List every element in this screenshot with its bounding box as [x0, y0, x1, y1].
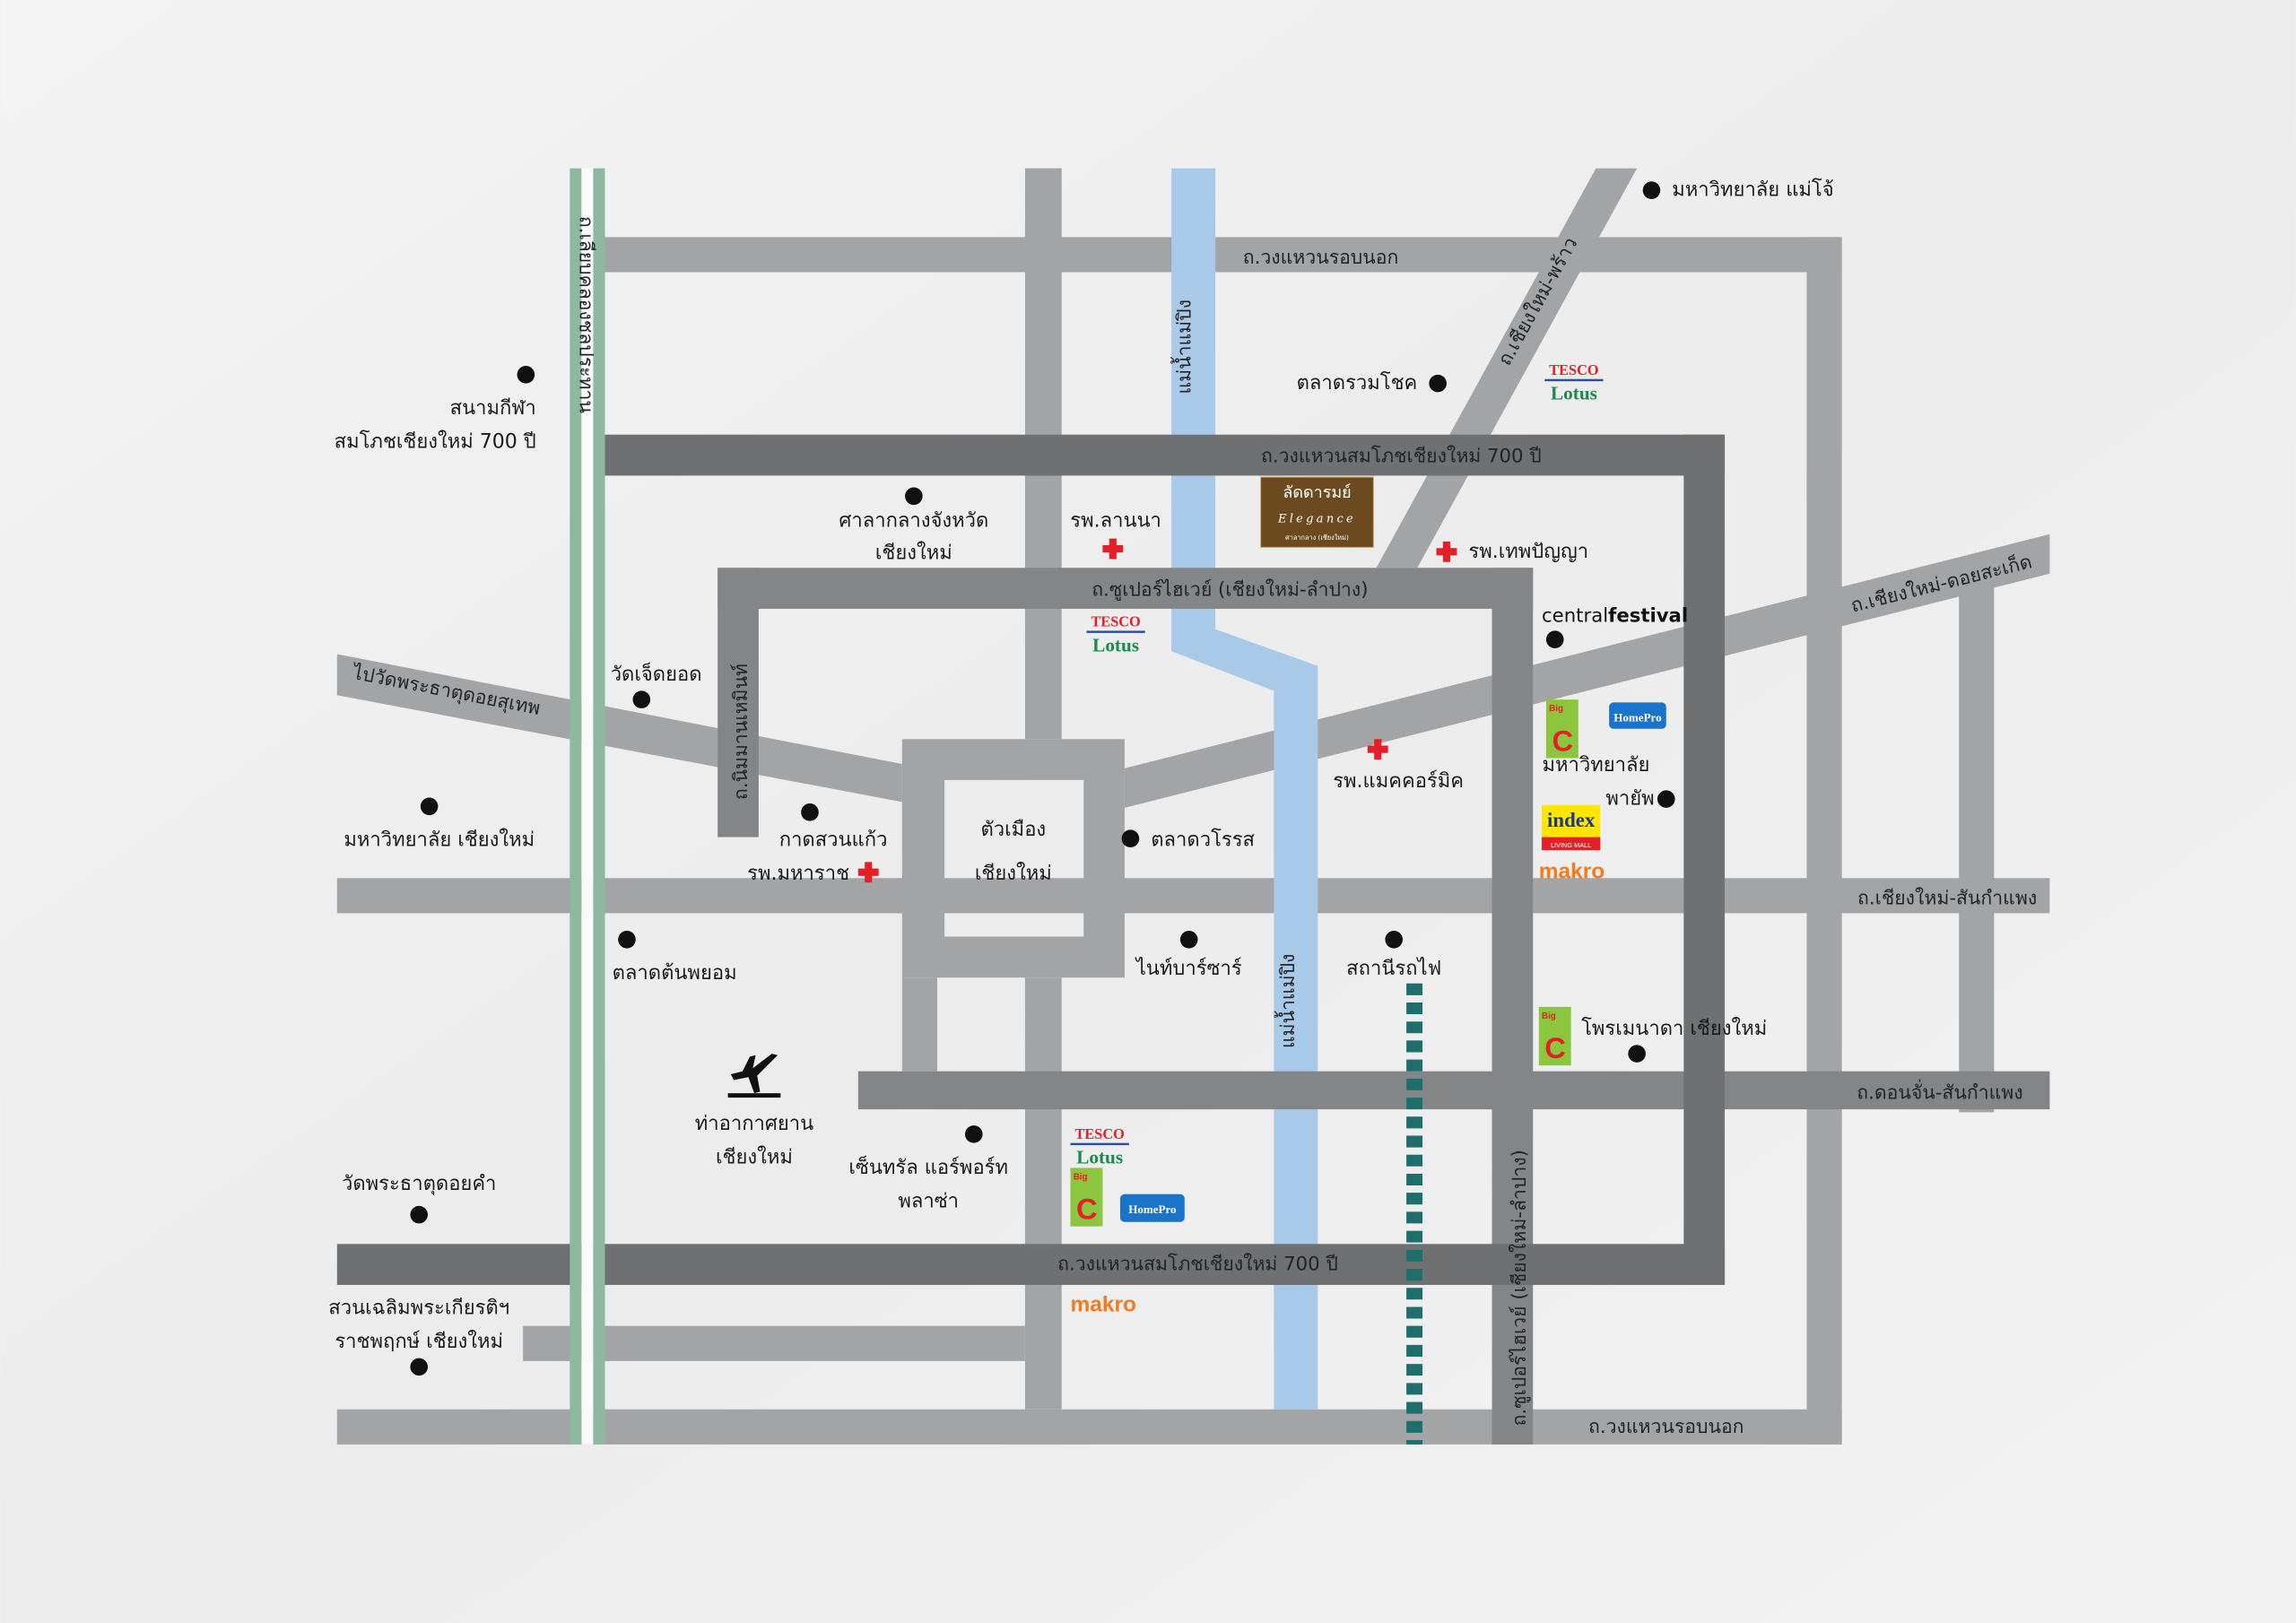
svg-text:Lotus: Lotus [1076, 1147, 1123, 1168]
road-label: ถ.นิมมานเหมินท์ [730, 664, 752, 800]
svg-text:makro: makro [1070, 1292, 1135, 1316]
svg-text:วัดพระธาตุดอยคำ: วัดพระธาตุดอยคำ [342, 1173, 496, 1195]
makro-logo: makro makro [1070, 859, 1605, 1316]
svg-text:Big: Big [1549, 704, 1563, 714]
svg-text:พายัพ: พายัพ [1605, 788, 1654, 811]
svg-text:TESCO: TESCO [1549, 361, 1598, 378]
river-label: แม่น้ำแม่ปิง [1170, 299, 1196, 395]
svg-text:C: C [1544, 1031, 1566, 1064]
road-label: ถ.วงแหวนสมโภชเชียงใหม่ 700 ปี [1057, 1254, 1338, 1276]
canal [570, 168, 605, 1445]
svg-text:รพ.ลานนา: รพ.ลานนา [1070, 510, 1161, 533]
svg-text:กาดสวนแก้ว: กาดสวนแก้ว [779, 829, 888, 851]
svg-text:เชียงใหม่: เชียงใหม่ [975, 862, 1052, 885]
svg-text:ท่าอากาศยาน: ท่าอากาศยาน [695, 1113, 813, 1135]
svg-text:ราชพฤกษ์ เชียงใหม่: ราชพฤกษ์ เชียงใหม่ [335, 1330, 503, 1353]
river-label: แม่น้ำแม่ปิง [1274, 954, 1300, 1049]
road-label: ถ.เชียงใหม่-สันกำแพง [1857, 888, 2037, 910]
svg-text:มหาวิทยาลัย เชียงใหม่: มหาวิทยาลัย เชียงใหม่ [344, 828, 535, 851]
svg-text:รพ.มหาราช: รพ.มหาราช [747, 863, 849, 885]
svg-text:วัดเจ็ดยอด: วัดเจ็ดยอด [611, 661, 702, 686]
road-label: ถ.ซูเปอร์ไฮเวย์ (เชียงใหม่-ลำปาง) [1509, 1150, 1531, 1426]
svg-text:TESCO: TESCO [1074, 1125, 1124, 1142]
svg-text:ศาลากลาง (เชียงใหม่): ศาลากลาง (เชียงใหม่) [1285, 534, 1349, 542]
svg-text:Elegance: Elegance [1277, 513, 1356, 526]
svg-text:เชียงใหม่: เชียงใหม่ [716, 1146, 793, 1169]
svg-text:สถานีรถไฟ: สถานีรถไฟ [1346, 957, 1441, 980]
svg-text:ลัดดารมย์: ลัดดารมย์ [1283, 483, 1351, 502]
svg-text:LIVING MALL: LIVING MALL [1551, 841, 1591, 849]
svg-text:มหาวิทยาลัย แม่โจ้: มหาวิทยาลัย แม่โจ้ [1672, 178, 1833, 202]
svg-text:เซ็นทรัล แอร์พอร์ท: เซ็นทรัล แอร์พอร์ท [848, 1154, 1008, 1179]
dark-roads [336, 434, 2050, 1445]
svg-text:สมโภชเชียงใหม่ 700 ปี: สมโภชเชียงใหม่ 700 ปี [335, 430, 536, 453]
svg-text:index: index [1547, 809, 1596, 831]
homepro-logo: HomePro HomePro [1119, 702, 1666, 1222]
svg-text:C: C [1076, 1193, 1098, 1226]
road-label: ถ.ดอนจั่น-สันกำแพง [1857, 1080, 2022, 1105]
svg-text:HomePro: HomePro [1613, 711, 1662, 725]
index-living-mall-logo: index LIVING MALL [1542, 804, 1601, 851]
road-label: ถ.วงแหวนสมโภชเชียงใหม่ 700 ปี [1261, 446, 1542, 468]
svg-text:TESCO: TESCO [1091, 613, 1140, 630]
svg-text:พลาซ่า: พลาซ่า [898, 1190, 959, 1212]
svg-text:C: C [1552, 724, 1573, 757]
svg-text:Lotus: Lotus [1092, 634, 1139, 655]
tesco-lotus-logo: TESCO Lotus TESCO Lotus TESCO Lotus [1070, 361, 1604, 1168]
svg-text:Lotus: Lotus [1551, 383, 1597, 404]
svg-text:Big: Big [1542, 1011, 1556, 1021]
svg-text:HomePro: HomePro [1128, 1202, 1177, 1216]
airplane-icon [727, 1054, 781, 1098]
central-festival-logo: centralfestival [1542, 605, 1688, 628]
svg-text:ศาลากลางจังหวัด: ศาลากลางจังหวัด [839, 510, 988, 533]
svg-text:โพรเมนาดา เชียงใหม่: โพรเมนาดา เชียงใหม่ [1581, 1017, 1767, 1040]
road-label: ถ.วงแหวนรอบนอก [1588, 1416, 1744, 1438]
road-label: ถ.วงแหวนรอบนอก [1243, 247, 1399, 269]
svg-text:สนามกีฬา: สนามกีฬา [450, 397, 536, 420]
svg-text:สวนเฉลิมพระเกียรติฯ: สวนเฉลิมพระเกียรติฯ [328, 1298, 509, 1320]
svg-text:รพ.เทพปัญญา: รพ.เทพปัญญา [1468, 541, 1588, 563]
project-logo-elegance: ลัดดารมย์ Elegance ศาลากลาง (เชียงใหม่) [1260, 476, 1374, 548]
svg-text:makro: makro [1539, 859, 1605, 883]
svg-text:Big: Big [1074, 1172, 1088, 1182]
svg-text:รพ.แมคคอร์มิค: รพ.แมคคอร์มิค [1333, 770, 1464, 793]
road-label: ถ.เลียบคลองชลประทาน [575, 216, 597, 413]
svg-text:ตลาดรวมโชค: ตลาดรวมโชค [1297, 371, 1418, 395]
svg-text:ตลาดต้นพยอม: ตลาดต้นพยอม [613, 962, 737, 985]
svg-text:ไนท์บาร์ซาร์: ไนท์บาร์ซาร์ [1135, 957, 1242, 980]
svg-text:ตัวเมือง: ตัวเมือง [981, 819, 1047, 841]
svg-text:เชียงใหม่: เชียงใหม่ [875, 541, 952, 564]
svg-text:ตลาดวโรรส: ตลาดวโรรส [1151, 828, 1255, 851]
road-label: ถ.ซูเปอร์ไฮเวย์ (เชียงใหม่-ลำปาง) [1091, 578, 1368, 601]
svg-text:centralfestival: centralfestival [1542, 605, 1688, 628]
place-markers [410, 181, 1675, 1376]
